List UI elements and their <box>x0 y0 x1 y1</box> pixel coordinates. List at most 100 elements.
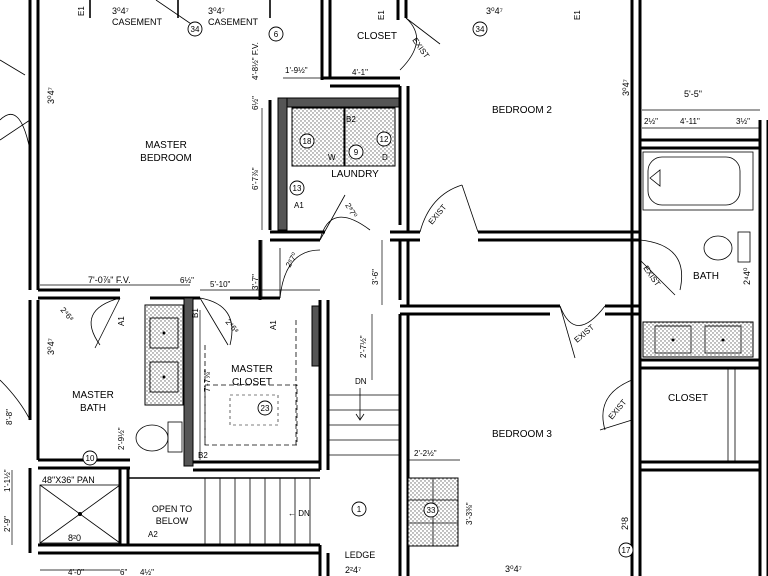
bathtub <box>642 151 754 211</box>
window-labels: E1 E1 E1 3⁰4⁷ CASEMENT 3⁰4⁷ CASEMENT 3⁰4… <box>46 6 752 575</box>
svg-text:18: 18 <box>303 137 312 146</box>
fixture-labels: 48"X36" PAN W D A1 A1 A1 A2 B1 B2 B2 DN … <box>42 115 388 539</box>
shower-pan <box>39 484 121 544</box>
door-exist-4: EXIST <box>573 323 597 345</box>
svg-text:17: 17 <box>622 546 631 555</box>
svg-text:12: 12 <box>380 135 389 144</box>
dim-2-9b: 2'-9" <box>3 516 12 532</box>
dim-3-3: 3'-3⅜" <box>465 502 474 525</box>
tag-bubbles: 34 34 6 18 9 12 13 23 10 33 17 1 <box>82 21 634 558</box>
window-3047-a: 3⁰4⁷ <box>112 6 129 16</box>
room-bath: BATH <box>693 271 719 282</box>
door-2870-a: 2⁸7⁰ <box>343 202 359 220</box>
tag-1: 1 <box>351 501 367 517</box>
room-laundry: LAUNDRY <box>331 169 379 180</box>
dimension-lines <box>11 77 760 571</box>
svg-text:6: 6 <box>274 30 279 39</box>
room-master-bath-l1: MASTER <box>72 390 114 401</box>
tag-34-b: 34 <box>472 21 488 37</box>
dim-6-bot: 6" <box>120 568 127 576</box>
window-3047-g: 3⁰4⁷ <box>505 564 522 574</box>
washer <box>291 107 345 167</box>
walls <box>28 0 768 576</box>
tag-9: 9 <box>348 144 364 160</box>
room-bedroom2: BEDROOM 2 <box>492 105 552 116</box>
svg-text:23: 23 <box>261 404 270 413</box>
dim-4-8-fv: 4'-8½" F.V. <box>251 42 260 80</box>
a1-master-closet: A1 <box>269 320 278 330</box>
door-2870-b: 2⁸7⁰ <box>284 251 300 269</box>
dim-2-2: 2'-2½" <box>414 449 437 458</box>
dn-stairs: DN <box>355 377 367 386</box>
dn-arrow-label: ← DN <box>288 509 310 518</box>
tag-34-a: 34 <box>187 21 203 37</box>
vanity-master-bath <box>144 304 184 406</box>
dim-5-10: 5'-10" <box>210 280 231 289</box>
window-2440: 2⁴4⁰ <box>742 267 752 285</box>
b1-label: B1 <box>191 308 200 318</box>
door-exist-3: EXIST <box>641 264 662 288</box>
a2-label: A2 <box>148 530 158 539</box>
a1-laundry: A1 <box>294 201 304 210</box>
room-labels: MASTER BEDROOM CLOSET BEDROOM 2 LAUNDRY … <box>72 31 719 560</box>
window-3047-f: 3⁰4⁷ <box>46 338 56 355</box>
svg-text:1: 1 <box>357 505 362 514</box>
a1-master-bath: A1 <box>117 316 126 326</box>
room-closet-top: CLOSET <box>357 31 397 42</box>
tag-10: 10 <box>82 450 98 466</box>
room-open-to-below-l1: OPEN TO <box>152 504 192 514</box>
b2-laundry: B2 <box>346 115 356 124</box>
window-2118: 2¹8 <box>620 517 630 530</box>
doors <box>0 0 682 431</box>
dim-2-half: 2½" <box>644 117 658 126</box>
dim-3-6: 3'-6" <box>371 269 380 285</box>
dim-7-0-fv: 7'-0⅞" F.V. <box>88 275 131 285</box>
toilet-master-bath <box>135 424 169 452</box>
room-master-closet-l1: MASTER <box>231 364 273 375</box>
dryer-label: D <box>382 153 388 162</box>
dim-2-7: 2'-7½" <box>359 335 368 358</box>
window-3047-d: 3⁰4⁷ <box>46 87 56 104</box>
svg-text:34: 34 <box>476 25 485 34</box>
fixtures <box>39 107 754 547</box>
vanity-bath <box>642 321 754 358</box>
door-2468-a: 2⁴6⁸ <box>58 306 75 324</box>
tag-18: 18 <box>299 133 315 149</box>
dim-3-half: 3½" <box>736 117 750 126</box>
dim-6-half: 6½" <box>251 96 260 110</box>
window-3047-c: 3⁰4⁷ <box>486 6 503 16</box>
door-exist-5: EXIST <box>607 398 629 422</box>
toilet-bath <box>703 235 733 261</box>
dim-2-9: 2'-9½" <box>117 427 126 450</box>
door-exist-2: EXIST <box>427 203 449 227</box>
dim-1-9: 1'-9½" <box>285 66 308 75</box>
window-820: 8²0 <box>68 533 81 543</box>
svg-text:33: 33 <box>427 506 436 515</box>
dim-4-1: 4'-1" <box>352 68 368 77</box>
dim-4-0: 4'-0" <box>68 568 84 576</box>
tag-33: 33 <box>423 502 439 518</box>
dim-8-8: 8'-8" <box>5 409 14 425</box>
dim-7-7: 7'-7⅞" <box>203 369 212 392</box>
room-closet-right: CLOSET <box>668 393 708 404</box>
room-master-closet-l2: CLOSET <box>232 377 272 388</box>
window-2247: 2²4⁷ <box>345 565 361 575</box>
window-e1-c: E1 <box>573 10 582 20</box>
dim-3-7: 3'-7" <box>251 274 260 290</box>
dim-6-7: 6'-7⅞" <box>251 167 260 190</box>
svg-text:10: 10 <box>86 454 95 463</box>
dim-4-bot: 4½" <box>140 568 154 576</box>
pan-label: 48"X36" PAN <box>42 475 95 485</box>
svg-text:13: 13 <box>293 184 302 193</box>
dim-6-half-b: 6½" <box>180 276 194 285</box>
tag-12: 12 <box>376 131 392 147</box>
dim-5-5: 5'-5" <box>684 89 702 99</box>
stairs <box>204 388 400 545</box>
window-3047-b: 3⁰4⁷ <box>208 6 225 16</box>
room-ledge: LEDGE <box>345 550 376 560</box>
dim-4-11: 4'-11" <box>680 117 700 126</box>
tag-17: 17 <box>618 542 634 558</box>
room-master-bath-l2: BATH <box>80 403 106 414</box>
b2-closet: B2 <box>198 451 208 460</box>
